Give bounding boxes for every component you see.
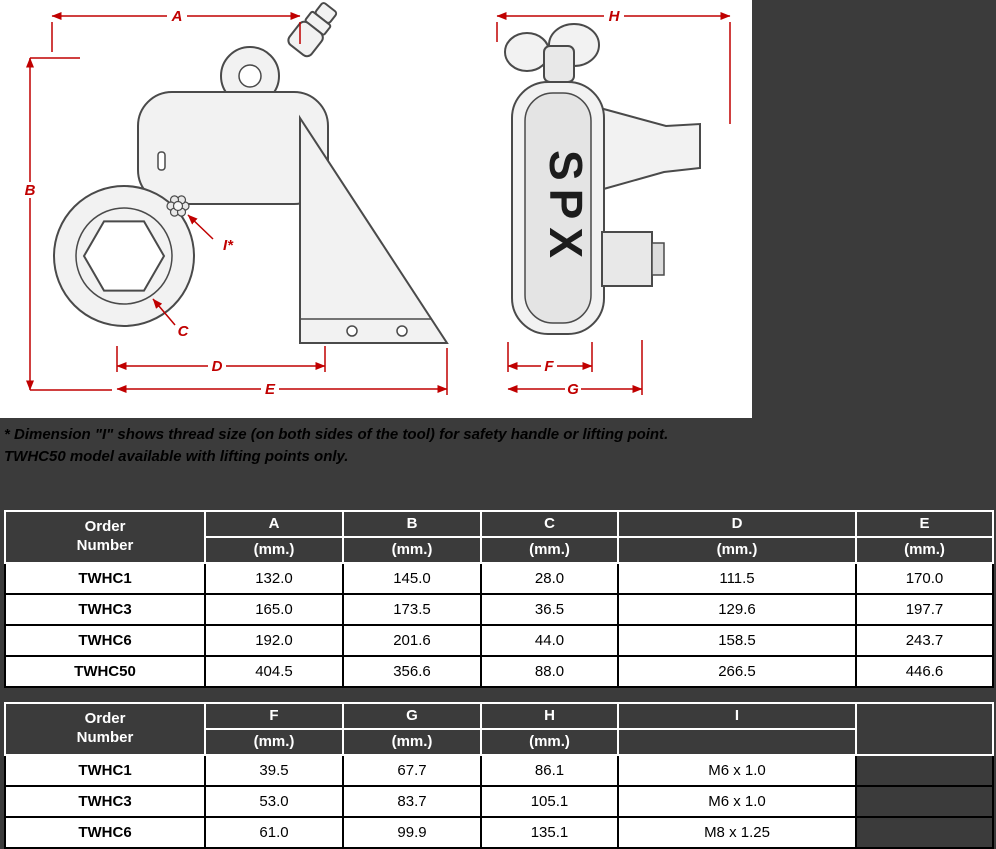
dim-label-d: D [212,358,223,375]
dimension-note: * Dimension "I" shows thread size (on bo… [0,418,996,468]
value-cell: 243.7 [855,623,994,657]
value-cell: 135.1 [480,815,619,849]
col-header-b: B [342,509,482,538]
value-cell: 83.7 [342,784,482,818]
value-cell: 446.6 [855,654,994,688]
value-cell: 105.1 [480,784,619,818]
empty-cell [855,784,994,818]
value-cell: 39.5 [204,753,344,787]
dim-label-i: I* [223,237,234,254]
cylinder-housing [137,91,329,205]
order-number-cell: TWHC6 [4,623,206,657]
unit-header-e: (mm.) [855,535,994,564]
value-cell: 170.0 [855,561,994,595]
dim-label-g: G [567,381,579,398]
torque-wrench-diagram: SPX [22,2,731,398]
empty-cell [855,753,994,787]
value-cell: 404.5 [204,654,344,688]
order-number-cell: TWHC1 [4,561,206,595]
reaction-arm [299,114,449,344]
technical-drawing-panel: SPX [0,0,752,418]
value-cell: 99.9 [342,815,482,849]
value-cell: 356.6 [342,654,482,688]
value-cell: 145.0 [342,561,482,595]
value-cell: 266.5 [617,654,857,688]
table-row: TWHC3 165.0 173.5 36.5 129.6 197.7 [4,592,994,626]
unit-header-h: (mm.) [480,727,619,756]
dimension-table-abcde: Order Number A B C D E (mm.) (mm.) (mm.)… [4,509,994,688]
dimension-table-fghi: Order Number F G H I (mm.) (mm.) (mm.) T… [4,701,994,849]
value-cell: 28.0 [480,561,619,595]
value-cell: M6 x 1.0 [617,753,857,787]
col-header-i: I [617,701,857,730]
order-number-cell: TWHC50 [4,654,206,688]
value-cell: 53.0 [204,784,344,818]
value-cell: 61.0 [204,815,344,849]
table-row: TWHC1 39.5 67.7 86.1 M6 x 1.0 [4,753,994,787]
col-header-h: H [480,701,619,730]
value-cell: 192.0 [204,623,344,657]
lifting-point-knob [166,195,190,217]
unit-header-d: (mm.) [617,535,857,564]
unit-header-b: (mm.) [342,535,482,564]
brand-logo: SPX [540,150,592,266]
unit-header-a: (mm.) [204,535,344,564]
value-cell: 165.0 [204,592,344,626]
dim-label-e: E [265,381,276,398]
square-drive [601,231,653,287]
value-cell: 88.0 [480,654,619,688]
table-row: TWHC6 192.0 201.6 44.0 158.5 243.7 [4,623,994,657]
unit-header-c: (mm.) [480,535,619,564]
table-row: TWHC6 61.0 99.9 135.1 M8 x 1.25 [4,815,994,849]
reaction-cone [599,106,701,192]
value-cell: 129.6 [617,592,857,626]
value-cell: 111.5 [617,561,857,595]
hex-socket [82,220,166,292]
col-header-c: C [480,509,619,538]
dim-label-b: B [25,182,36,199]
value-cell: M6 x 1.0 [617,784,857,818]
value-cell: 36.5 [480,592,619,626]
note-line-1: * Dimension "I" shows thread size (on bo… [4,426,669,443]
value-cell: 67.7 [342,753,482,787]
order-number-cell: TWHC1 [4,753,206,787]
dim-i-leader [187,214,214,240]
value-cell: 132.0 [204,561,344,595]
order-number-cell: TWHC6 [4,815,206,849]
col-header-a: A [204,509,344,538]
table-row: TWHC3 53.0 83.7 105.1 M6 x 1.0 [4,784,994,818]
dim-label-a: A [171,8,183,25]
value-cell: 86.1 [480,753,619,787]
col-header-f: F [204,701,344,730]
col-header-d: D [617,509,857,538]
order-number-header: Order Number [4,701,206,756]
order-number-cell: TWHC3 [4,592,206,626]
dim-label-f: F [544,358,554,375]
side-view: SPX [504,23,701,335]
table-row: TWHC50 404.5 356.6 88.0 266.5 446.6 [4,654,994,688]
value-cell: 173.5 [342,592,482,626]
hose-couplers-icon [287,2,338,58]
empty-header-cell [855,701,994,756]
order-number-cell: TWHC3 [4,784,206,818]
empty-cell [855,815,994,849]
table-row: TWHC1 132.0 145.0 28.0 111.5 170.0 [4,561,994,595]
col-header-g: G [342,701,482,730]
unit-header-g: (mm.) [342,727,482,756]
front-view [53,2,449,344]
dim-c-leader [152,298,176,326]
dimension-labels: A H B D E F G C I* [22,8,624,398]
note-line-2: TWHC50 model available with lifting poin… [4,447,349,465]
dim-label-h: H [609,8,621,25]
value-cell: M8 x 1.25 [617,815,857,849]
dim-label-c: C [178,323,190,340]
value-cell: 201.6 [342,623,482,657]
value-cell: 158.5 [617,623,857,657]
unit-header-i [617,727,857,756]
value-cell: 44.0 [480,623,619,657]
unit-header-f: (mm.) [204,727,344,756]
col-header-e: E [855,509,994,538]
value-cell: 197.7 [855,592,994,626]
order-number-header: Order Number [4,509,206,564]
